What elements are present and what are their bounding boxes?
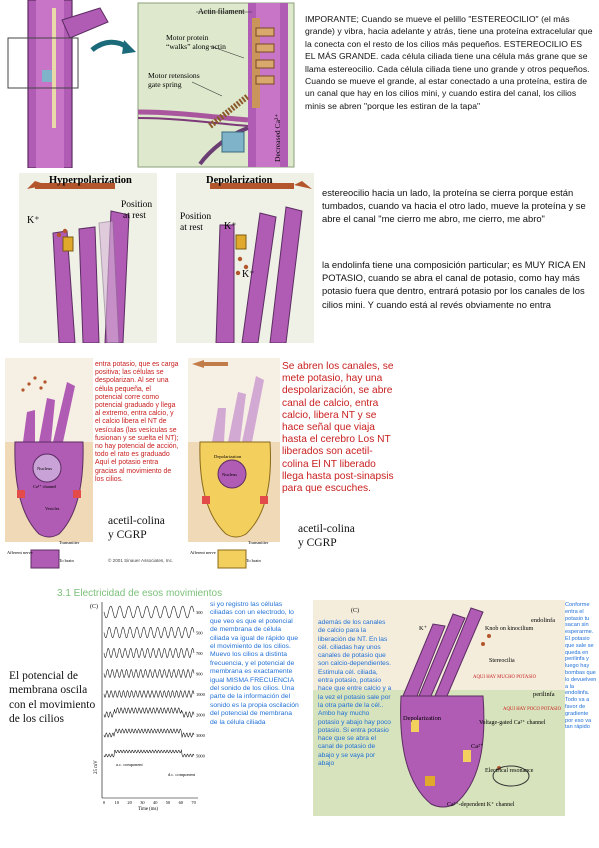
motor-retensions-label: Motor retensions [148, 71, 200, 80]
top-note: IMPORANTE; Cuando se mueve el pelillo "E… [305, 14, 593, 111]
dc-component: d.c. component [168, 772, 196, 777]
knob-label: Knob on kinocilium [485, 626, 534, 632]
right-to-brain: To brain [246, 558, 261, 563]
resonance-illustration: (C) endolinfa perilinfa Knob on kinocili… [313, 600, 565, 816]
trace-5000hz [103, 749, 195, 758]
trace-freq-label: 500 [196, 631, 203, 636]
depolarization-figure: Depolarization Position at rest K⁺ K⁺ [176, 173, 314, 344]
side-title: El potencial de membrana oscila con el m… [9, 670, 96, 726]
hyper-position-2: at rest [123, 211, 146, 221]
left-ca-channel: Ca²⁺ channel [33, 484, 57, 489]
trace-300hz [103, 605, 195, 619]
second-note-2: la endolinfa tiene una composición parti… [322, 259, 586, 310]
left-haircell-note: entra potasio, que es carga positiva; la… [95, 361, 179, 483]
ca-label: Ca²⁺ [471, 743, 483, 750]
endolinfa-label: endolinfa [531, 617, 555, 624]
right-haircell-note: Se abren los canales, se mete potasio, h… [282, 361, 394, 495]
decreased-ca-label: Decreased Ca²⁺ [273, 114, 282, 162]
actin-filament-label: Actin filament [198, 7, 245, 16]
hyper-kplus: K⁺ [27, 215, 40, 226]
depol-title: Depolarization [206, 175, 273, 186]
hair-bundle-illustration: Actin filament Motor protein “walks” alo… [0, 0, 295, 169]
right-haircell-figure: Depolarization Nucleus Transmitter Affer… [188, 358, 280, 570]
voltage-ca-label: Voltage-gated Ca²⁺ channel [479, 719, 546, 726]
hyper-title: Hyperpolarization [49, 175, 132, 186]
right-nucleus: Nucleus [222, 472, 237, 477]
xtick-label: 60 [179, 800, 184, 805]
trace-freq-label: 5000 [196, 754, 206, 759]
k-label-top: K⁺ [419, 625, 427, 632]
trace-freq-label: 700 [196, 651, 203, 656]
gate-spring-label: gate spring [148, 80, 182, 89]
trace-freq-label: 300 [196, 610, 203, 615]
left-haircell-illustration: Nucleus Ca²⁺ channel Vesicles Transmitte… [5, 358, 93, 569]
depol-position-1: Position [180, 212, 211, 222]
trace-900hz [103, 668, 195, 679]
right-transmitter: Transmitter [248, 540, 269, 545]
second-note-1: estereocilio hacia un lado, la proteína … [322, 187, 586, 225]
depol-kplus-top: K⁺ [224, 221, 237, 232]
overlay-note: además de los canales de calcio para la … [318, 619, 392, 768]
trace-freq-label: 1000 [196, 692, 206, 697]
perilinfa-label: perilinfa [533, 691, 555, 698]
xtick-label: 0 [103, 800, 106, 805]
xtick-label: 10 [115, 800, 120, 805]
right-afferent: Afferent nerve [190, 550, 216, 555]
res-c-label: (C) [351, 607, 359, 614]
hair-bundle-figure: Actin filament Motor protein “walks” alo… [0, 0, 296, 169]
xtick-label: 30 [140, 800, 145, 805]
motor-protein-label: Motor protein [166, 33, 209, 42]
mid-note: si yo registro las células ciliadas con … [210, 601, 299, 726]
trace-500hz [103, 626, 195, 639]
depol-illustration: Depolarization Position at rest K⁺ K⁺ [176, 173, 314, 344]
left-transmitter: Transmitter [59, 540, 80, 545]
electrical-label: Electrical resonance [485, 768, 534, 774]
xtick-label: 20 [127, 800, 132, 805]
left-haircell-figure: Nucleus Ca²⁺ channel Vesicles Transmitte… [5, 358, 93, 570]
xtick-label: 40 [153, 800, 158, 805]
left-caption: acetil-colina y CGRP [108, 515, 165, 541]
depol-kplus-bottom: K⁺ [242, 269, 255, 280]
resonance-figure: (C) endolinfa perilinfa Knob on kinocili… [313, 600, 565, 816]
poco-potasio-label: AQUI HAY POCO POTASIO [503, 707, 562, 712]
trace-freq-label: 3000 [196, 733, 206, 738]
copyright: © 2001 Sinauer Associates, Inc. [108, 558, 174, 563]
left-to-brain: To brain [59, 558, 74, 563]
right-side-note: Conforme entra el potasio tu sacan sin e… [565, 602, 597, 731]
traces-c-label: (C) [90, 603, 98, 610]
stereocilia-label: Stereocilia [489, 658, 515, 664]
motor-walks-label: “walks” along actin [166, 42, 226, 51]
hyper-position-1: Position [121, 200, 152, 210]
xtick-label: 50 [166, 800, 171, 805]
depol-label: Depolarization [403, 715, 442, 722]
kdep-label: Ca²⁺-dependent K⁺ channel [447, 801, 515, 808]
traces-ylabel: 25 mV [94, 760, 99, 774]
right-haircell-illustration: Depolarization Nucleus Transmitter Affer… [188, 358, 280, 569]
mucho-potasio-label: AQUI HAY MUCHO POTASIO [473, 675, 537, 680]
section-title: 3.1 Electricidad de esos movimientos [57, 588, 223, 599]
traces-xlabel: Time (ms) [138, 807, 158, 812]
ac-component: a.c. component [116, 762, 143, 767]
left-afferent: Afferent nerve [7, 550, 33, 555]
right-depol: Depolarization [214, 454, 242, 459]
left-nucleus: Nucleus [37, 466, 52, 471]
left-vesicles: Vesicles [45, 506, 60, 511]
depol-position-2: at rest [180, 223, 203, 233]
trace-700hz [103, 647, 195, 659]
trace-freq-label: 900 [196, 672, 203, 677]
hyper-illustration: Hyperpolarization K⁺ Position at rest [19, 173, 157, 344]
hyperpolarization-figure: Hyperpolarization K⁺ Position at rest [19, 173, 157, 344]
trace-3000hz [103, 728, 195, 739]
trace-freq-label: 2000 [196, 713, 206, 718]
right-caption: acetil-colina y CGRP [298, 523, 355, 549]
xtick-label: 70 [191, 800, 196, 805]
trace-2000hz [103, 707, 195, 718]
trace-1000hz [103, 690, 195, 698]
